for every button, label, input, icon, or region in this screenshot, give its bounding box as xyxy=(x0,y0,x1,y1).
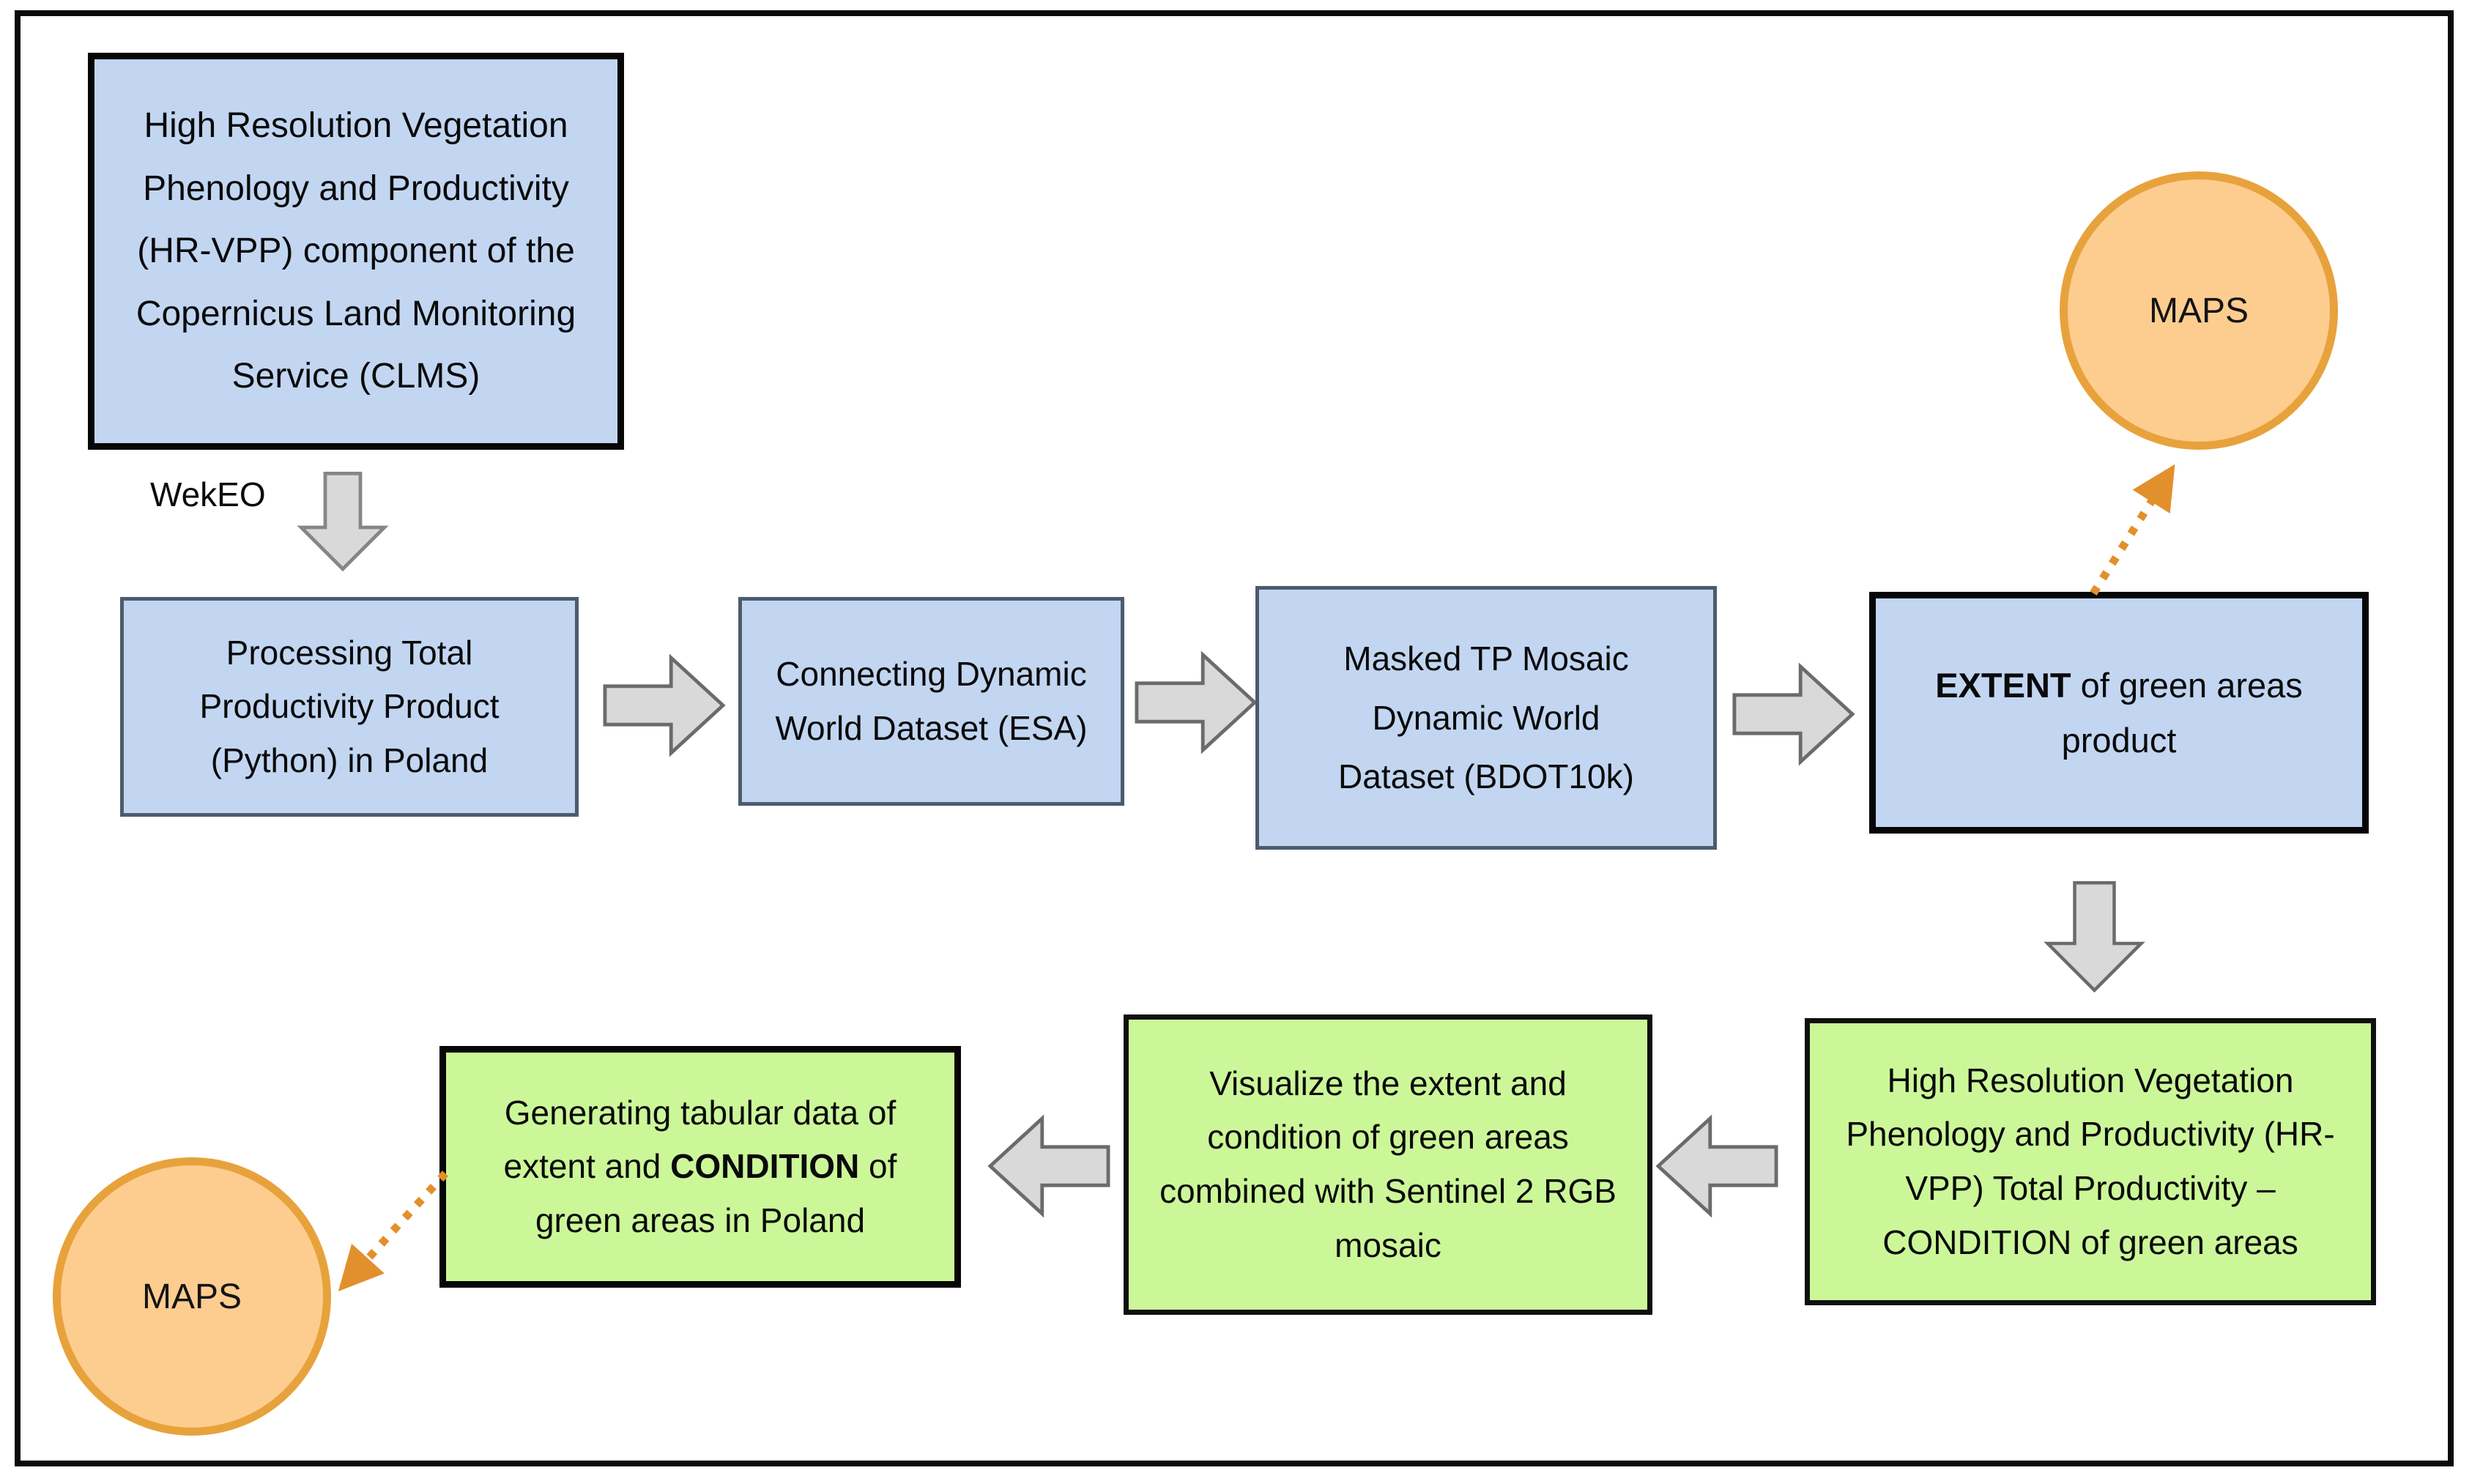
visualize-box-label: Visualize the extent and condition of gr… xyxy=(1159,1064,1617,1264)
maps-circle-bottom-label: MAPS xyxy=(141,1277,242,1316)
condition-box-label: High Resolution Vegetation Phenology and… xyxy=(1846,1061,2335,1261)
masked-box: Masked TP Mosaic Dynamic World Dataset (… xyxy=(1255,586,1717,850)
processing-box: Processing Total Productivity Product (P… xyxy=(120,597,579,817)
maps-circle-top: MAPS xyxy=(2060,171,2338,450)
wekeo-label: WekEO xyxy=(150,475,266,513)
visualize-box: Visualize the extent and condition of gr… xyxy=(1124,1014,1652,1315)
processing-box-label: Processing Total Productivity Product (P… xyxy=(199,633,500,779)
left-arrow-icon xyxy=(987,1114,1110,1218)
tabular-pre-text: Generating tabular data of extent and xyxy=(503,1093,897,1186)
connecting-box: Connecting Dynamic World Dataset (ESA) xyxy=(738,597,1124,806)
tabular-bold-text: CONDITION xyxy=(670,1147,860,1186)
tabular-post-text: of green areas in Poland xyxy=(535,1147,897,1239)
condition-box: High Resolution Vegetation Phenology and… xyxy=(1805,1018,2376,1305)
clms-source-box: High Resolution Vegetation Phenology and… xyxy=(88,53,624,450)
tabular-data-box-label: Generating tabular data of extent and CO… xyxy=(468,1086,932,1248)
maps-circle-top-label: MAPS xyxy=(2148,291,2249,330)
down-arrow-icon xyxy=(2044,880,2145,993)
right-arrow-icon xyxy=(603,653,726,757)
left-arrow-icon xyxy=(1655,1114,1778,1218)
maps-circle-bottom: MAPS xyxy=(53,1157,331,1436)
masked-box-label: Masked TP Mosaic Dynamic World Dataset (… xyxy=(1338,639,1634,796)
extent-product-box-label: EXTENT of green areas product xyxy=(1905,658,2333,768)
extent-product-box: EXTENT of green areas product xyxy=(1869,592,2369,834)
right-arrow-icon xyxy=(1135,650,1258,754)
right-arrow-icon xyxy=(1732,662,1855,766)
diagram-frame xyxy=(15,10,2454,1466)
tabular-data-box: Generating tabular data of extent and CO… xyxy=(439,1046,961,1288)
extent-bold-text: EXTENT xyxy=(1935,665,2071,705)
down-arrow-icon xyxy=(297,472,389,572)
dotted-arrow-to-maps-top-icon xyxy=(2090,464,2175,596)
connecting-box-label: Connecting Dynamic World Dataset (ESA) xyxy=(775,654,1088,747)
clms-source-box-label: High Resolution Vegetation Phenology and… xyxy=(136,106,576,396)
dotted-arrow-to-maps-bottom-icon xyxy=(338,1170,449,1291)
extent-rest-text: of green areas product xyxy=(2061,665,2303,760)
